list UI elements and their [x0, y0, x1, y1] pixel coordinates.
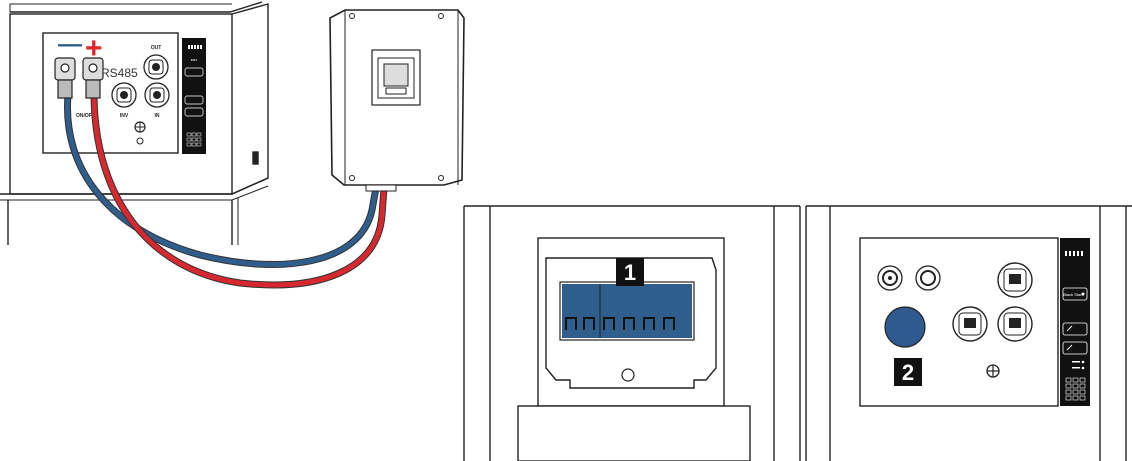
control-strip: Black Start: [1060, 238, 1090, 406]
dc-input-plus: [915, 265, 941, 291]
inv-label: INV: [120, 113, 129, 119]
inv-port: INV: [111, 82, 137, 119]
dc-connectors: [54, 57, 104, 99]
black-start-button[interactable]: [1062, 287, 1088, 301]
battery-control-strip: BMS: [182, 38, 206, 154]
in-port: IN: [144, 82, 170, 119]
callout-2: 2: [902, 360, 914, 385]
control-out-port: [997, 262, 1033, 298]
rs485-label: RS485: [101, 66, 138, 80]
breaker-panel: 1: [545, 257, 717, 389]
in-label: IN: [155, 113, 160, 119]
black-start-label: Black Start: [1063, 292, 1083, 297]
control-keypad: [1065, 377, 1086, 401]
key-button-1[interactable]: [1062, 322, 1088, 336]
ground-icon: [134, 121, 146, 145]
battery-key-button-2[interactable]: [184, 107, 204, 117]
callout-2-badge: [894, 358, 922, 386]
control-led-bars: [1065, 251, 1083, 256]
control-ground-icon: [986, 364, 1000, 378]
out-label: OUT: [151, 45, 162, 51]
breaker-toggles: [565, 317, 675, 330]
svg-text:BMS: BMS: [191, 58, 198, 62]
inverter-display: [383, 63, 409, 87]
key-button-2[interactable]: [1062, 341, 1088, 355]
minus-sign: —: [58, 31, 82, 58]
on-off-label: ON/OFF: [76, 113, 95, 119]
control-inv-port: [952, 306, 988, 342]
dc-input-minus: [877, 265, 903, 291]
callout-1: 1: [624, 260, 636, 285]
battery-key-button-1[interactable]: [184, 95, 204, 105]
status-indicators: [1072, 360, 1085, 370]
battery-led-bars: [188, 45, 202, 49]
callout-1-badge: [616, 258, 644, 286]
battery-cabinet: [0, 1, 269, 245]
control-in-port: [997, 306, 1033, 342]
on-off-button[interactable]: [884, 306, 926, 348]
out-port: OUT: [143, 45, 169, 80]
connection-panel: OUT INV IN ON/OFF RS485: [42, 32, 179, 154]
breaker-switch[interactable]: [562, 284, 692, 338]
battery-keypad: [186, 132, 202, 147]
plus-sign: +: [85, 32, 103, 65]
control-panel: 2: [877, 262, 1033, 386]
inverter: [329, 9, 465, 192]
breaker-lock-screw: [621, 368, 635, 382]
battery-black-start-button[interactable]: [184, 67, 204, 77]
